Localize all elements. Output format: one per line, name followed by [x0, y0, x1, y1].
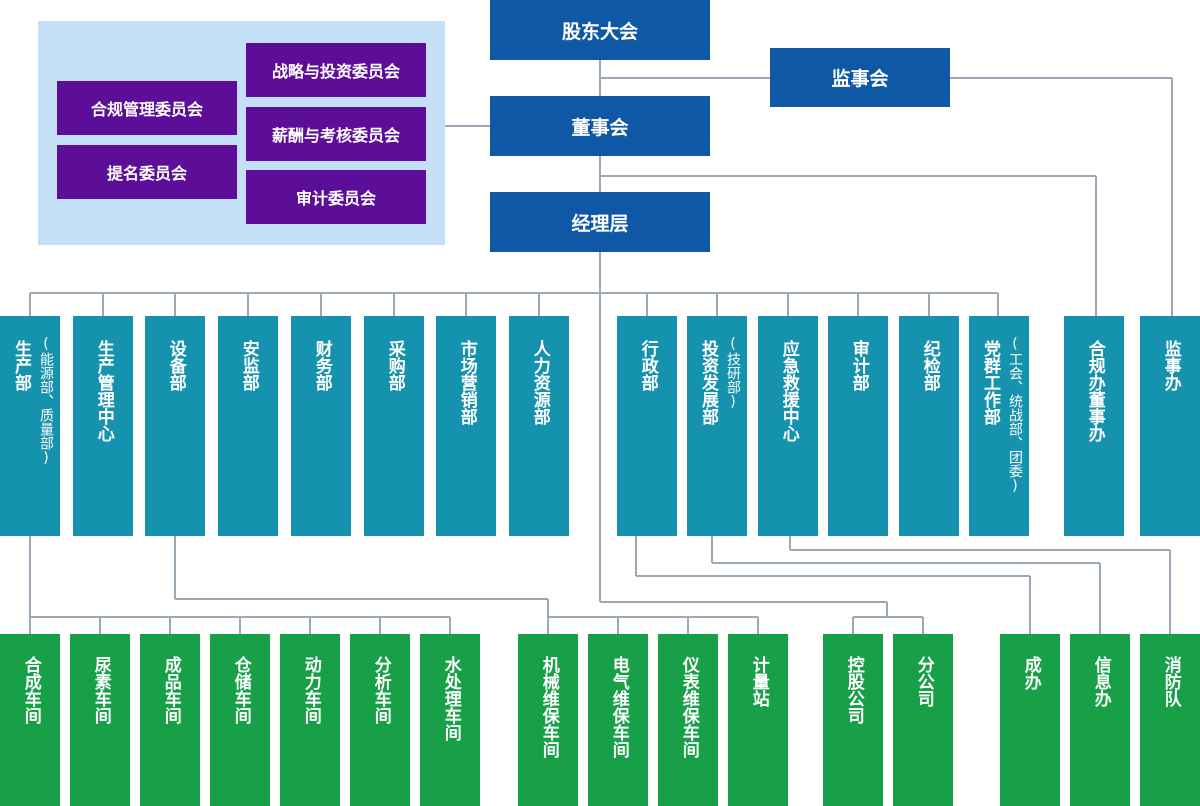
unit-product-workshop: 成品车间: [140, 634, 200, 806]
unit-power-workshop-label: 动力车间: [300, 656, 321, 724]
audit-committee-box: 审计委员会: [246, 170, 426, 224]
dept-production-note: (能源部、质量部): [38, 336, 54, 466]
unit-mechanical-maintenance-workshop-label: 机械维保车间: [538, 656, 559, 758]
shareholders-meeting-box: 股东大会: [490, 0, 710, 60]
dept-supervisory-office: 监事办: [1140, 316, 1200, 536]
dept-supervisory-office-label: 监事办: [1160, 340, 1181, 391]
unit-electrical-maintenance-workshop: 电气维保车间: [588, 634, 648, 806]
dept-production-management-center: 生产管理中心: [73, 316, 133, 536]
strategy-committee-label: 战略与投资委员会: [271, 62, 400, 81]
unit-power-workshop: 动力车间: [280, 634, 340, 806]
dept-procurement: 采购部: [364, 316, 424, 536]
supervisory-board-label: 监事会: [831, 68, 889, 90]
dept-production-label: 生产部: [11, 340, 31, 391]
dept-human-resources-label: 人力资源部: [529, 340, 550, 425]
dept-production-management-center-label: 生产管理中心: [93, 340, 114, 442]
unit-fire-brigade: 消防队: [1140, 634, 1200, 806]
dept-compliance-board-office: 合规办董事办: [1064, 316, 1124, 536]
unit-information-office-label: 信息办: [1090, 656, 1111, 707]
dept-party-affairs-label: 党群工作部: [980, 340, 1000, 425]
unit-analysis-workshop-label: 分析车间: [370, 656, 391, 724]
dept-audit: 审计部: [828, 316, 888, 536]
unit-metering-station-label: 计量站: [748, 656, 769, 707]
unit-chengban-office: 成办: [1000, 634, 1060, 806]
dept-party-affairs: 党群工作部 (工会、统战部、团委): [969, 316, 1029, 536]
dept-audit-label: 审计部: [848, 340, 869, 391]
unit-storage-workshop-label: 仓储车间: [230, 656, 251, 724]
board-of-directors-box: 董事会: [490, 96, 710, 156]
unit-holding-company-label: 控股公司: [843, 656, 864, 724]
dept-emergency-rescue-center: 应急救援中心: [758, 316, 818, 536]
dept-investment-development-note: (技研部): [725, 336, 741, 410]
dept-marketing-label: 市场营销部: [456, 340, 477, 425]
dept-administration-label: 行政部: [637, 340, 658, 391]
unit-synthesis-workshop: 合成车间: [0, 634, 60, 806]
compliance-committee-box: 合规管理委员会: [57, 81, 237, 135]
dept-party-affairs-note: (工会、统战部、团委): [1007, 336, 1023, 494]
dept-safety: 安监部: [218, 316, 278, 536]
unit-fire-brigade-label: 消防队: [1160, 656, 1181, 707]
audit-committee-label: 审计委员会: [295, 189, 376, 208]
compensation-committee-box: 薪酬与考核委员会: [246, 107, 426, 161]
management-box: 经理层: [490, 192, 710, 252]
unit-urea-workshop: 尿素车间: [70, 634, 130, 806]
dept-emergency-rescue-center-label: 应急救援中心: [778, 340, 799, 442]
unit-urea-workshop-label: 尿素车间: [90, 656, 111, 724]
shareholders-meeting-label: 股东大会: [561, 20, 638, 43]
unit-branch-company-label: 分公司: [913, 656, 934, 707]
dept-human-resources: 人力资源部: [509, 316, 569, 536]
dept-administration: 行政部: [617, 316, 677, 536]
supervisory-board-box: 监事会: [770, 48, 950, 107]
unit-instrument-maintenance-workshop: 仪表维保车间: [658, 634, 718, 806]
strategy-committee-box: 战略与投资委员会: [246, 43, 426, 97]
unit-electrical-maintenance-workshop-label: 电气维保车间: [608, 656, 629, 758]
unit-water-treatment-workshop: 水处理车间: [420, 634, 480, 806]
dept-safety-label: 安监部: [238, 340, 259, 391]
dept-investment-development-label: 投资发展部: [698, 340, 718, 425]
unit-branch-company: 分公司: [893, 634, 953, 806]
unit-instrument-maintenance-workshop-label: 仪表维保车间: [678, 656, 699, 758]
unit-holding-company: 控股公司: [823, 634, 883, 806]
unit-synthesis-workshop-label: 合成车间: [20, 656, 41, 724]
unit-mechanical-maintenance-workshop: 机械维保车间: [518, 634, 578, 806]
nomination-committee-box: 提名委员会: [57, 145, 237, 199]
dept-equipment: 设备部: [145, 316, 205, 536]
unit-metering-station: 计量站: [728, 634, 788, 806]
dept-finance-label: 财务部: [311, 340, 332, 391]
management-label: 经理层: [571, 212, 629, 235]
unit-information-office: 信息办: [1070, 634, 1130, 806]
unit-storage-workshop: 仓储车间: [210, 634, 270, 806]
dept-procurement-label: 采购部: [384, 340, 405, 391]
unit-chengban-office-label: 成办: [1020, 656, 1041, 690]
dept-equipment-label: 设备部: [165, 340, 186, 391]
dept-discipline: 纪检部: [899, 316, 959, 536]
dept-production: 生产部 (能源部、质量部): [0, 316, 60, 536]
dept-compliance-board-office-label: 合规办董事办: [1084, 340, 1105, 442]
compliance-committee-label: 合规管理委员会: [90, 100, 203, 119]
unit-product-workshop-label: 成品车间: [160, 656, 181, 724]
compensation-committee-label: 薪酬与考核委员会: [271, 126, 400, 145]
dept-investment-development: 投资发展部 (技研部): [687, 316, 747, 536]
board-of-directors-label: 董事会: [571, 116, 629, 139]
dept-finance: 财务部: [291, 316, 351, 536]
unit-analysis-workshop: 分析车间: [350, 634, 410, 806]
dept-discipline-label: 纪检部: [919, 340, 940, 391]
dept-marketing: 市场营销部: [436, 316, 496, 536]
nomination-committee-label: 提名委员会: [106, 164, 187, 183]
unit-water-treatment-workshop-label: 水处理车间: [440, 656, 461, 741]
